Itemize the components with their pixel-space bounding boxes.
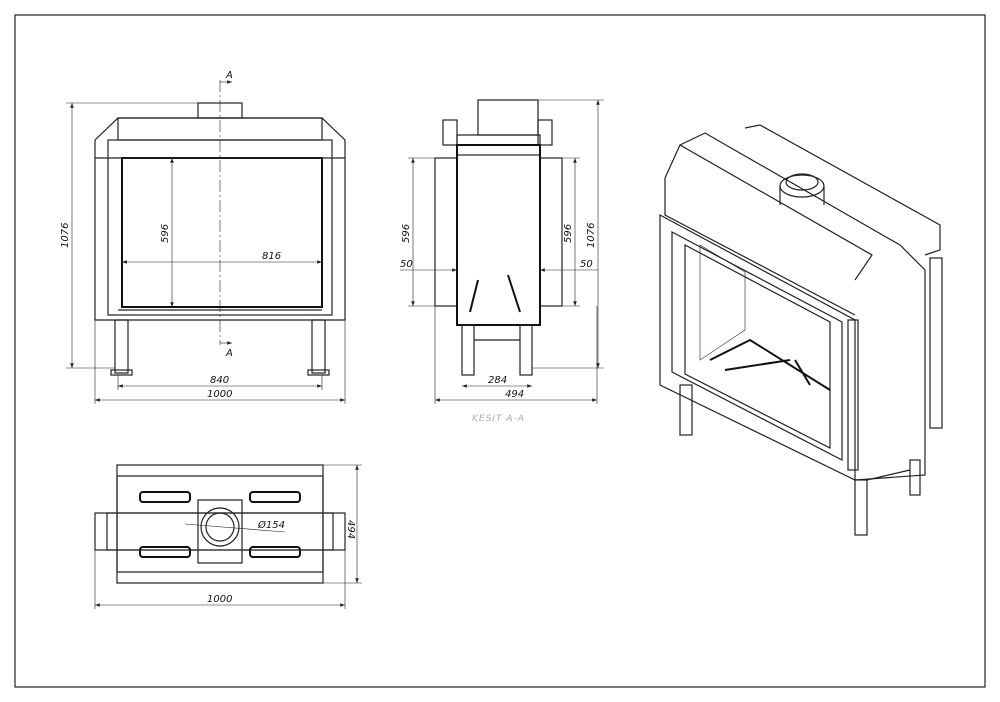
leg-right — [311, 319, 326, 374]
dim-height-total-side: 1076 — [586, 223, 597, 248]
dim-flue-diameter: Ø154 — [257, 519, 285, 531]
dim-depth-top: 494 — [345, 520, 356, 539]
top-view: Ø154 494 1000 — [94, 464, 362, 609]
side-section-view: 596 596 1076 50 50 284 494 KESIT A-A — [400, 99, 604, 424]
dim-depth: 494 — [505, 389, 524, 400]
section-mark-top: A — [225, 70, 233, 81]
dim-leg-width: 284 — [488, 375, 507, 386]
flue-outlet — [200, 507, 240, 547]
dim-total-width-top: 1000 — [207, 594, 232, 605]
front-frame — [659, 213, 856, 481]
dim-glass-height-right: 596 — [563, 224, 574, 243]
dim-offset-right: 50 — [580, 259, 593, 270]
dim-height-total: 1076 — [60, 223, 71, 248]
front-view: A A 1076 596 816 840 1000 — [60, 70, 346, 404]
dim-glass-height: 596 — [160, 224, 171, 243]
section-caption: KESIT A-A — [472, 414, 525, 424]
glass-door — [121, 157, 323, 308]
dim-glass-height-left: 596 — [401, 224, 412, 243]
glass-door — [684, 244, 831, 449]
section-mark-bottom: A — [225, 348, 233, 359]
drawing-border — [14, 14, 986, 688]
dim-glass-width: 816 — [262, 251, 281, 262]
dim-frame-width: 840 — [210, 375, 229, 386]
dim-offset-left: 50 — [400, 259, 413, 270]
flue-collar — [477, 99, 539, 136]
dim-total-width: 1000 — [207, 389, 232, 400]
flue-outlet — [779, 174, 825, 198]
leg-left — [114, 319, 129, 374]
isometric-view — [659, 124, 943, 536]
